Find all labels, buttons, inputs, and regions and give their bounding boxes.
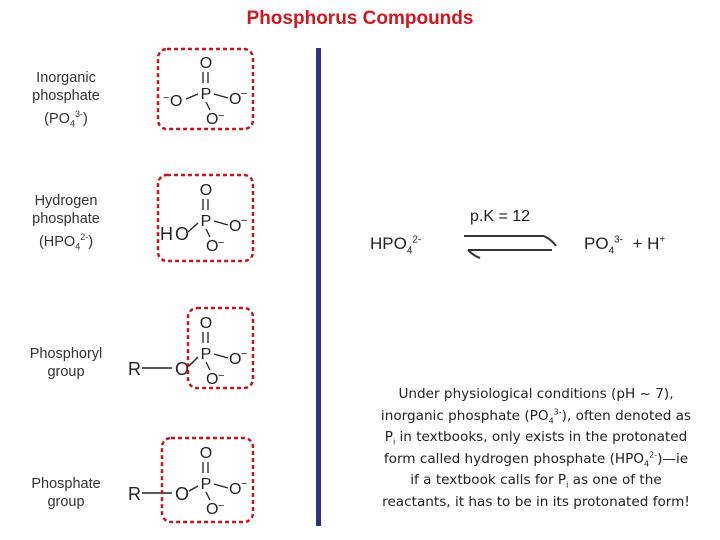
atom-r: R (128, 484, 141, 504)
label-line: group (47, 364, 85, 380)
atom-p: P (201, 213, 212, 230)
label-line: group (47, 494, 85, 510)
label-hydrogen-phosphate: Hydrogen phosphate (HPO42-) (22, 192, 110, 256)
label-line: Inorganic (36, 70, 96, 86)
equilibrium-arrows-icon (464, 235, 557, 259)
phosphoryl-group-structure: R O O P O − O − (128, 306, 255, 390)
atom-o: O (200, 55, 212, 72)
atom-o: O (229, 91, 241, 108)
label-line: Phosphate (31, 476, 101, 492)
atom-o: O (206, 371, 218, 388)
charge-minus: − (218, 110, 224, 122)
charge-minus: − (218, 370, 224, 382)
equilibrium-left-formula: HPO42- (370, 234, 422, 257)
atom-p: P (201, 86, 212, 103)
label-formula: (HPO42-) (38, 232, 94, 252)
atom-o: O (229, 351, 241, 368)
charge-minus: − (163, 92, 169, 104)
vertical-divider (316, 48, 321, 526)
page-title: Phosphorus Compounds (246, 8, 474, 29)
label-phosphate-group: Phosphate group (18, 475, 114, 511)
label-phosphoryl-group: Phosphoryl group (18, 345, 114, 381)
structures-svg: O P O − O − O − O P H O O − O − R O O (128, 47, 255, 524)
label-formula: (PO43-) (44, 109, 88, 129)
charge-minus: − (241, 215, 247, 227)
atom-o: O (200, 182, 212, 199)
atom-o: O (206, 238, 218, 255)
label-line: phosphate (32, 88, 100, 104)
charge-minus: − (218, 500, 224, 512)
dashed-box (160, 436, 255, 524)
pk-label: p.K = 12 (470, 208, 531, 225)
atom-h: H (160, 224, 173, 244)
charge-minus: − (241, 478, 247, 490)
label-inorganic-phosphate: Inorganic phosphate (PO43-) (22, 69, 110, 133)
phosphate-group-structure: R O O P O − O − (128, 436, 255, 524)
atom-p: P (201, 346, 212, 363)
note-line: Pi in textbooks, only exists in the prot… (384, 429, 688, 447)
equilibrium-right-formula: PO43- + H+ (584, 234, 666, 257)
note-line: reactants, it has to be in its protonate… (382, 493, 690, 510)
atom-o: O (229, 481, 241, 498)
note-line: Under physiological conditions (pH ~ 7), (398, 386, 674, 402)
hydrogen-phosphate-structure: O P H O O − O − (156, 173, 255, 263)
atom-o: O (170, 93, 182, 110)
label-line: Hydrogen (34, 193, 98, 209)
dashed-box (156, 173, 255, 263)
label-line: phosphate (32, 211, 100, 227)
charge-minus: − (241, 348, 247, 360)
dashed-box (186, 306, 255, 390)
atom-o: O (206, 111, 218, 128)
inorganic-phosphate-structure: O P O − O − O − (156, 47, 255, 131)
note-line: inorganic phosphate (PO43-), often denot… (380, 407, 692, 426)
atom-o: O (175, 359, 189, 379)
note-line: form called hydrogen phosphate (HPO42-)—… (383, 450, 689, 469)
atom-o: O (175, 484, 189, 504)
dashed-box (156, 47, 255, 131)
atom-p: P (201, 476, 212, 493)
charge-minus: − (241, 88, 247, 100)
label-line: Phosphoryl (29, 346, 103, 362)
atom-o: O (200, 445, 212, 462)
atom-o: O (200, 315, 212, 332)
atom-o: O (229, 218, 241, 235)
atom-o: O (206, 501, 218, 518)
atom-o: O (175, 224, 189, 244)
note-line: if a textbook calls for Pi as one of the (410, 472, 662, 491)
physiological-note: Under physiological conditions (pH ~ 7),… (350, 384, 720, 514)
atom-r: R (128, 359, 141, 379)
charge-minus: − (218, 237, 224, 249)
